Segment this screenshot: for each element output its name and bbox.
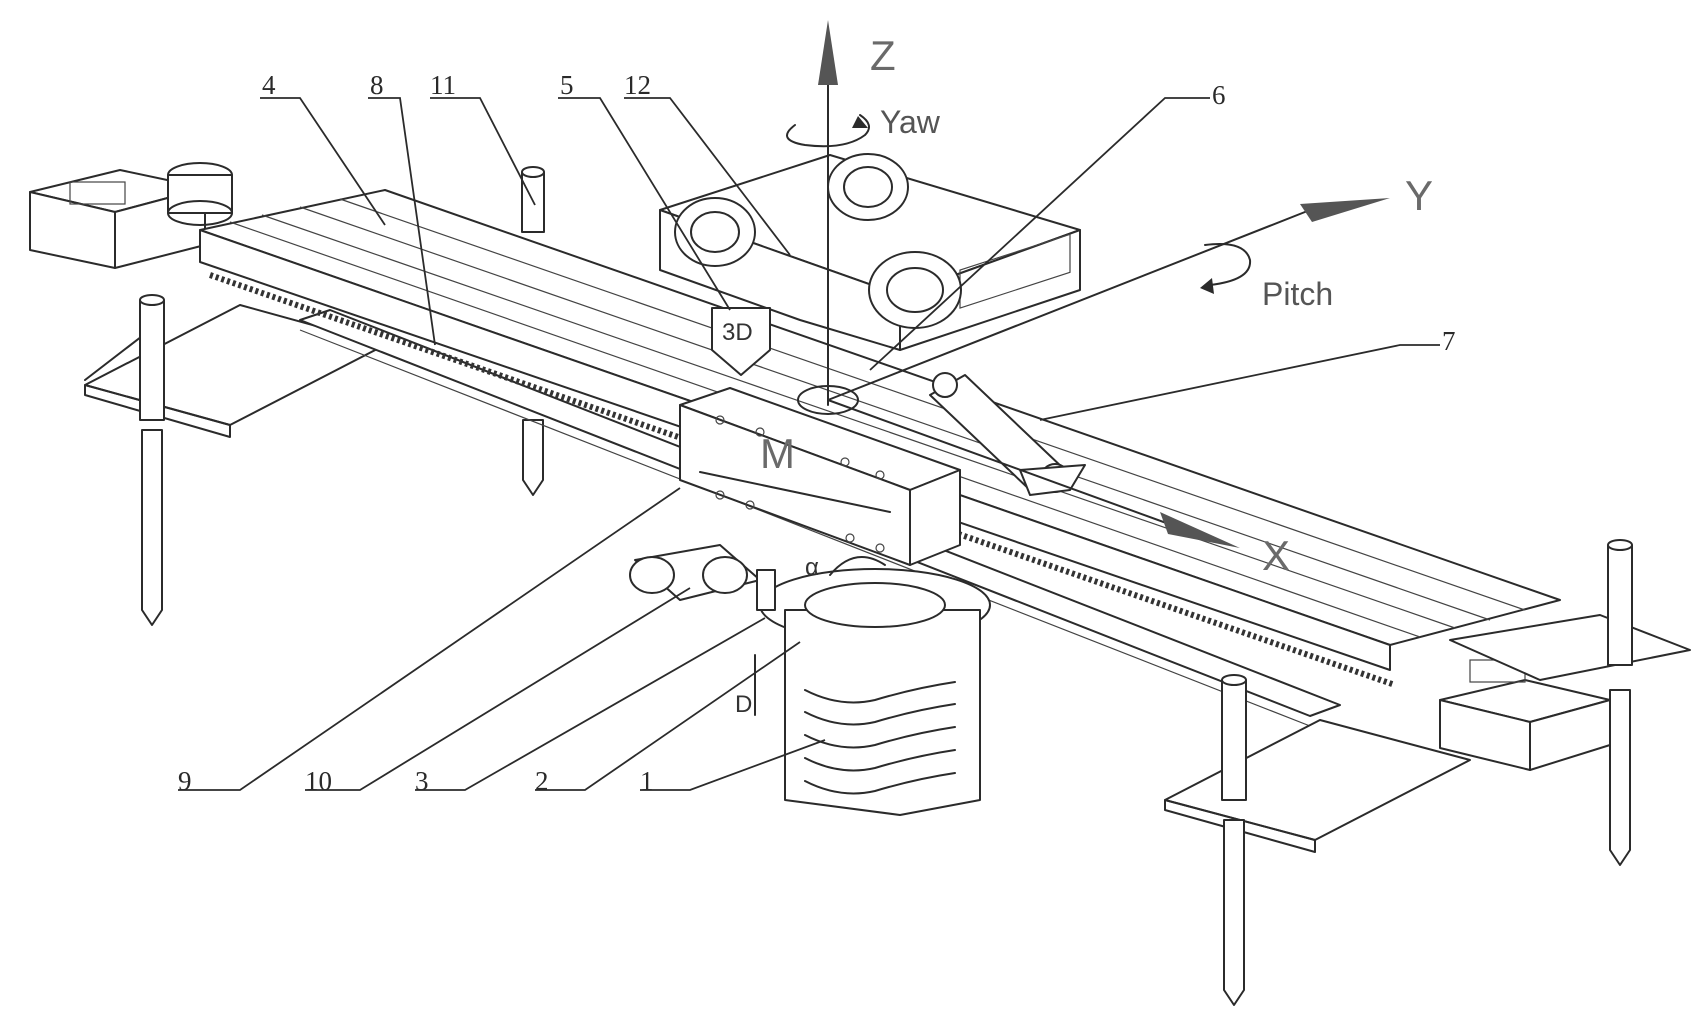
carriage: M — [679, 387, 961, 566]
axis-x-label: X — [1262, 532, 1290, 579]
callouts: 4 8 11 5 12 6 7 9 10 3 2 1 — [178, 70, 1456, 796]
callout-5: 5 — [560, 70, 574, 100]
axes: Z Yaw Y Pitch X — [786, 20, 1433, 579]
callout-1: 1 — [640, 766, 654, 796]
mark-d: D — [735, 691, 752, 718]
callout-12: 12 — [624, 70, 651, 100]
axis-z-label: Z — [870, 32, 896, 79]
right-end-assembly — [1164, 539, 1691, 1006]
housing — [659, 153, 1081, 351]
callout-2: 2 — [535, 766, 549, 796]
badge-3d: 3D — [711, 307, 771, 376]
badge-3d-label: 3D — [722, 319, 753, 346]
callout-3: 3 — [415, 766, 429, 796]
callout-6: 6 — [1212, 80, 1226, 110]
axis-y-label: Y — [1405, 172, 1433, 219]
mark-m: M — [760, 430, 795, 477]
drum-discs — [804, 681, 956, 795]
left-end-assembly — [29, 162, 386, 626]
callout-10: 10 — [305, 766, 332, 796]
callout-7: 7 — [1442, 326, 1456, 356]
mark-alpha: α — [805, 554, 819, 581]
callout-8: 8 — [370, 70, 384, 100]
axis-yaw-label: Yaw — [880, 104, 941, 140]
axis-pitch-label: Pitch — [1262, 276, 1333, 312]
actuator-arm — [929, 372, 1086, 496]
drum-assembly: D α — [629, 544, 991, 816]
callout-9: 9 — [178, 766, 192, 796]
callout-11: 11 — [430, 70, 456, 100]
callout-4: 4 — [262, 70, 276, 100]
